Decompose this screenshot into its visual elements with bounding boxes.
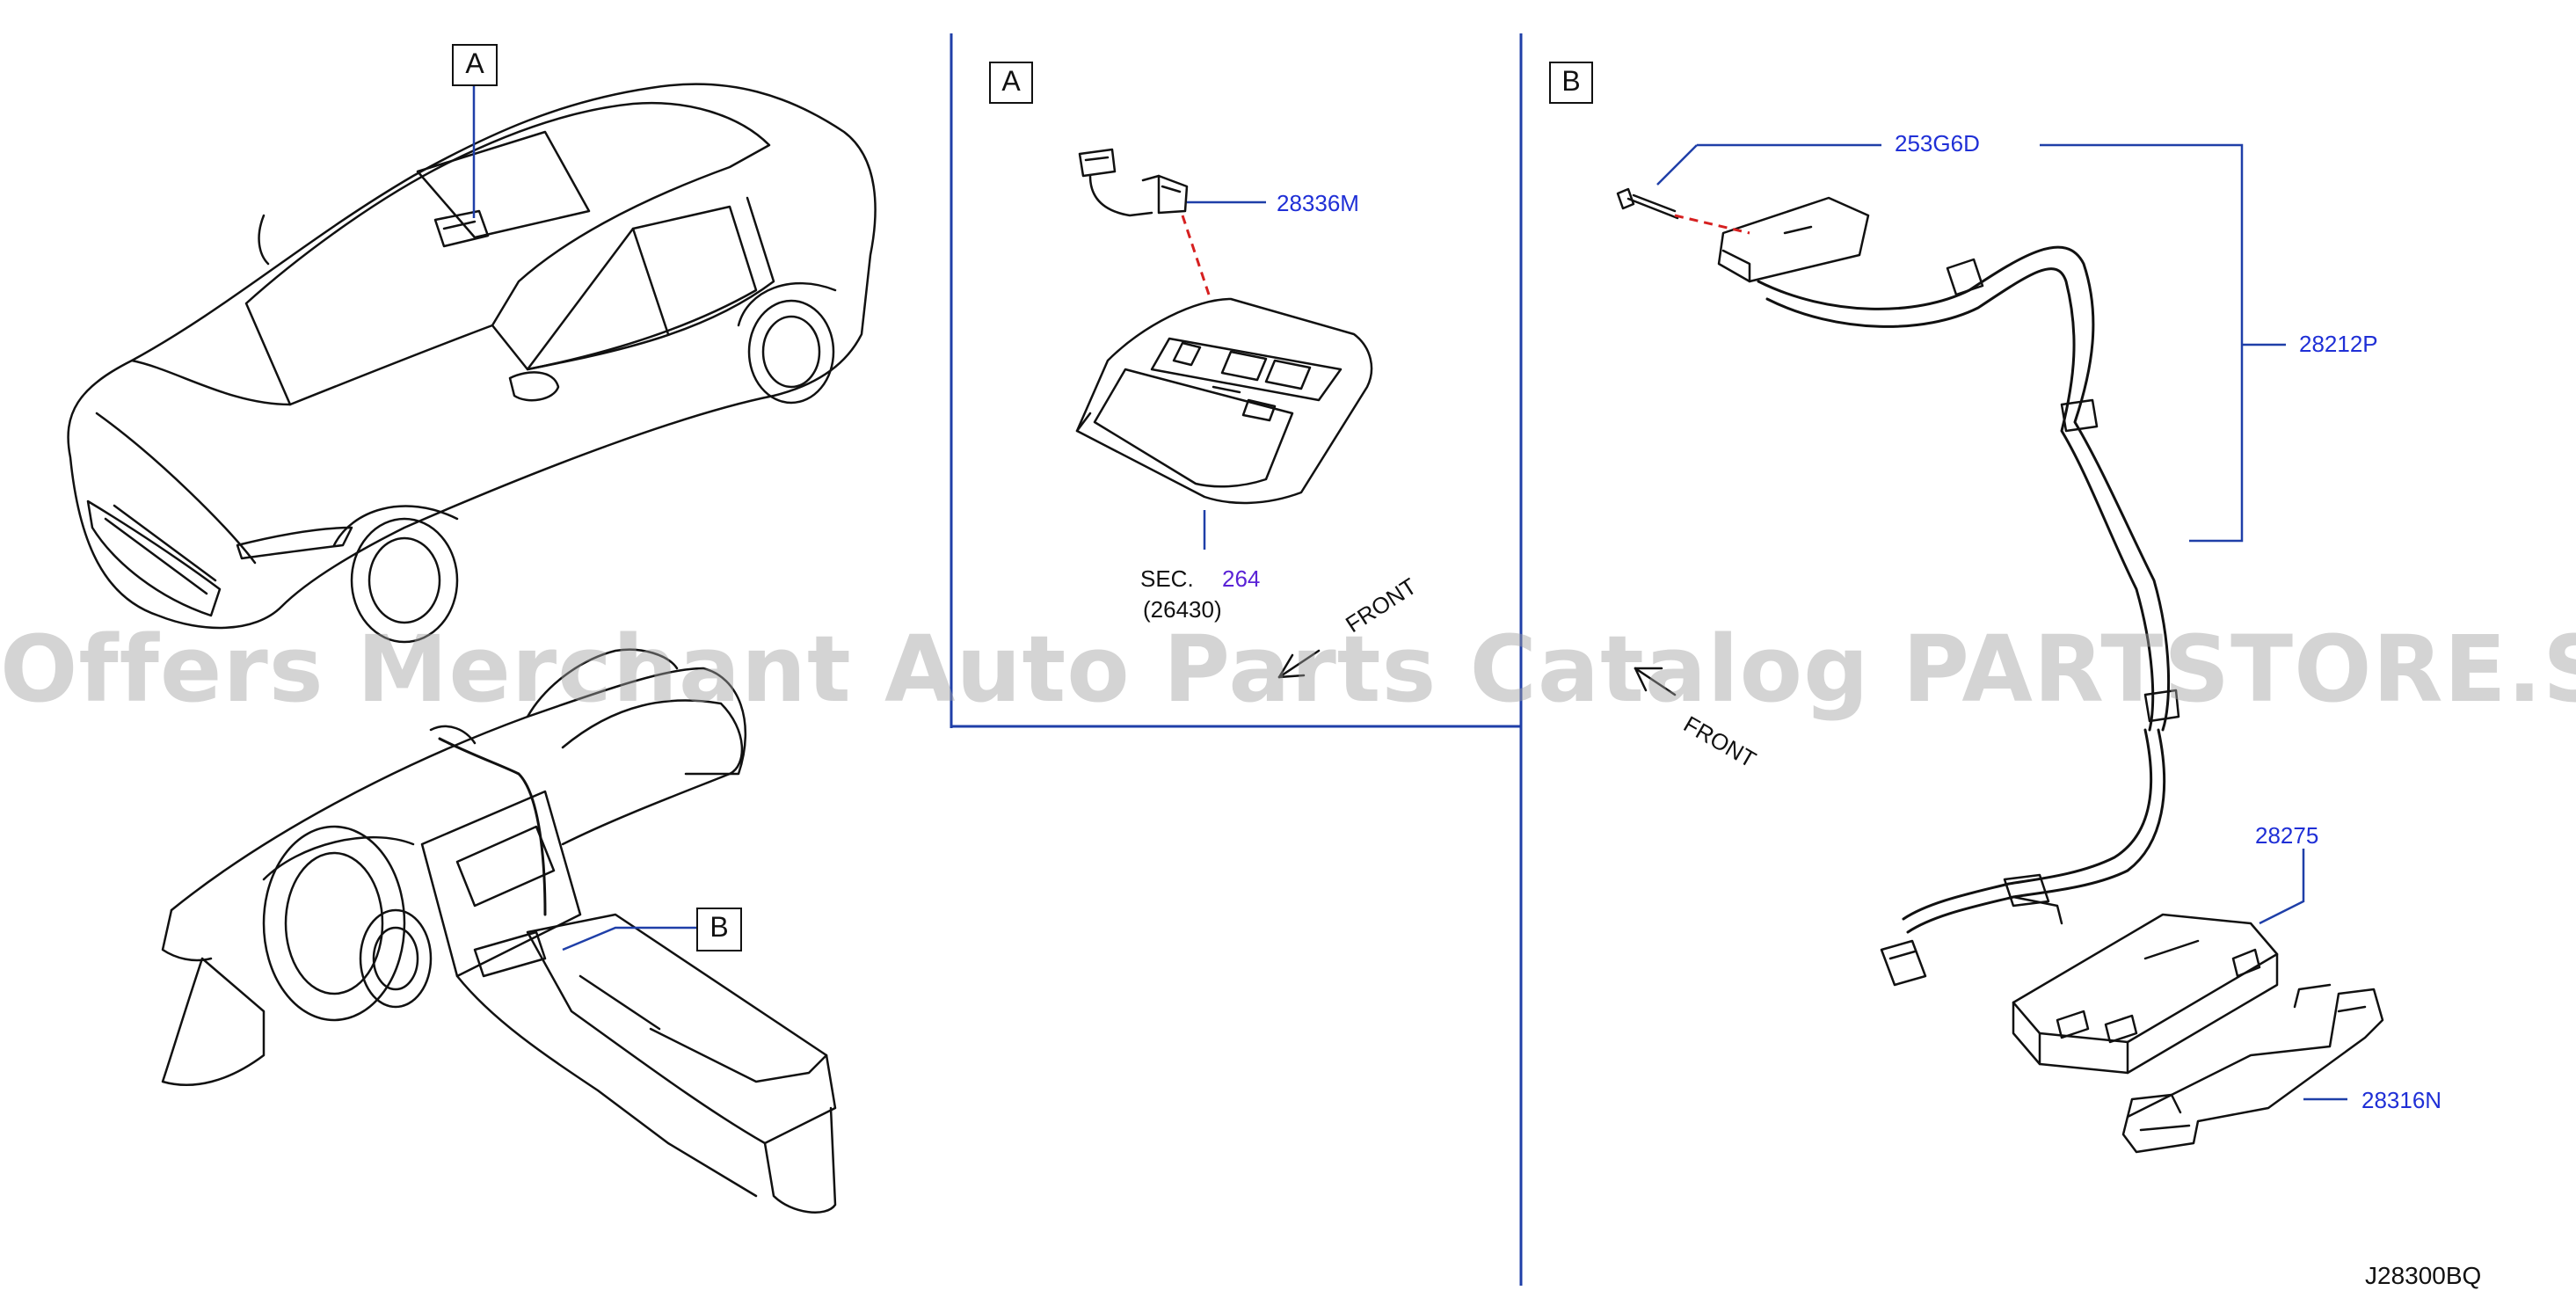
telematics-harness-illustration [1616,187,2384,1154]
front-arrow-a [1277,649,1321,679]
part-number-28336M[interactable]: 28336M [1277,190,1359,216]
car-illustration [67,83,877,644]
diagram-code: J28300BQ [2365,1262,2482,1289]
panel-borders [950,33,1523,1286]
dashboard-illustration [161,648,837,1214]
section-ref-prefix: SEC. [1140,565,1194,592]
dashed-links [1181,214,1750,295]
callout-box-a-panel: A [989,62,1033,104]
section-ref-number[interactable]: 264 [1222,565,1261,592]
front-arrow-b [1634,667,1677,696]
callout-box-a-car: A [452,44,498,86]
part-number-28316N[interactable]: 28316N [2361,1087,2442,1113]
section-ref-sub: (26430) [1143,596,1222,623]
callout-box-b-dash: B [696,908,742,951]
leader-lines [472,84,2347,1101]
part-number-28212P[interactable]: 28212P [2299,331,2378,357]
part-number-253G6D[interactable]: 253G6D [1895,130,1980,157]
callout-box-b-panel: B [1549,62,1593,104]
part-number-28275[interactable]: 28275 [2255,822,2319,849]
map-lamp-illustration [1075,148,1373,505]
